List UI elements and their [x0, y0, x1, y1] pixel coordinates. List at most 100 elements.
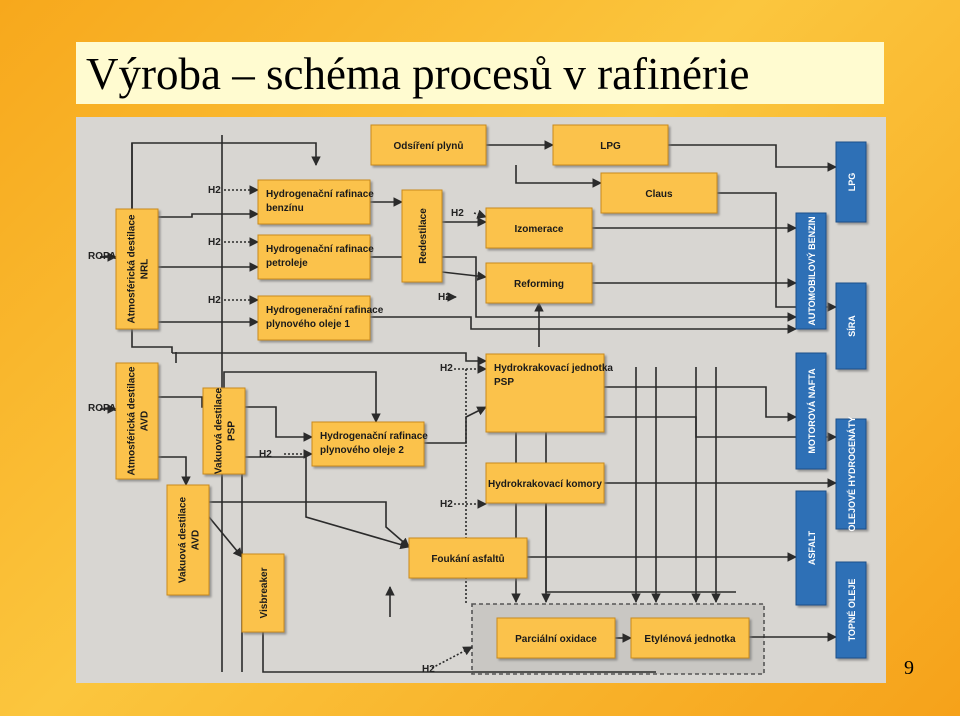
label-atm_avd-line-1: AVD: [140, 411, 151, 431]
label-atm_avd-line-0: Atmosférická destilace: [127, 366, 138, 475]
label-lpg_box-line-0: LPG: [600, 141, 621, 152]
label-hr_petrolej-line-1: petroleje: [266, 258, 308, 269]
box-hr_olej2: [311, 421, 425, 467]
box-odsireni: [370, 124, 487, 166]
product-lpg: [835, 141, 867, 223]
label-hk_komory-line-0: Hydrokrakovací komory: [488, 479, 602, 490]
product-text-asfalt: ASFALT: [807, 530, 817, 565]
h2-label-8: H2: [422, 664, 435, 675]
product-text-oleje_hydro: OLEJOVÉ HYDROGENÁTY: [847, 416, 857, 531]
flow-vakavd-visb: [208, 516, 243, 558]
box-redestilace: [401, 189, 443, 283]
flow-hk-nafta: [604, 386, 797, 422]
flow-olej1-out: [370, 316, 797, 334]
label-etylen-line-0: Etylénová jednotka: [644, 634, 736, 645]
box-hk_komory: [485, 462, 605, 504]
box-vak_avd: [166, 484, 210, 596]
box-vak_psp: [202, 387, 246, 475]
box-parcialni: [496, 617, 616, 659]
label-hr_olej2-line-0: Hydrogenační rafinace: [320, 431, 428, 442]
label-reforming-line-0: Reforming: [514, 279, 564, 290]
box-hr_benzin: [257, 179, 371, 225]
box-atm_nrl: [115, 208, 159, 330]
product-label-sira: SÍRA: [847, 315, 857, 337]
product-nafta: [795, 352, 827, 470]
process-boxes: [115, 124, 867, 659]
label-hr_olej1-line-0: Hydrogenerační rafinace: [266, 305, 384, 316]
h2-label-0: H2: [208, 185, 221, 196]
flow-nrl-benzin: [158, 209, 259, 219]
title-bar: [76, 42, 884, 104]
label-vak_avd-line-0: Vakuová destilace: [178, 496, 189, 583]
label-vak_psp-line-1: PSP: [227, 421, 238, 441]
product-label-benzin: AUTOMOBILOVÝ BENZIN: [806, 216, 817, 325]
h2-flow-3: [473, 209, 487, 219]
h2-label-1: H2: [208, 237, 221, 248]
product-benzin: [795, 212, 827, 330]
product-topne: [835, 561, 867, 659]
label-hr_benzin-line-0: Hydrogenační rafinace: [266, 189, 374, 200]
flow-avd-vak: [158, 456, 191, 486]
h2-label-5: H2: [440, 363, 453, 374]
label-hr_petrolej-line-0: Hydrogenační rafinace: [266, 244, 374, 255]
label-redestilace: Redestilace: [418, 208, 429, 264]
label-hr_benzin-line-1: benzínu: [266, 203, 304, 214]
flow-visb-bottom: [262, 632, 656, 673]
page-number: 9: [904, 657, 914, 679]
box-claus: [600, 172, 718, 214]
label-vak_psp-line-0: Vakuová destilace: [214, 387, 225, 474]
h2-label-2: H2: [208, 295, 221, 306]
page-title: Výroba – schéma procesů v rafinérie: [86, 49, 750, 99]
flow-vakpsp-olej2: [223, 371, 381, 423]
product-label-asfalt: ASFALT: [807, 530, 817, 565]
label-atm_nrl-line-1: NRL: [140, 259, 151, 280]
flow-to-hk: [172, 352, 487, 366]
label-hr_olej2-line-1: plynového oleje 2: [320, 445, 404, 456]
flow-vakpsp-foukani: [245, 456, 410, 550]
box-foukani: [408, 537, 528, 579]
h2-label-4: H2: [438, 292, 451, 303]
box-reforming: [485, 262, 593, 304]
product-label-topne: TOPNÉ OLEJE: [847, 579, 857, 642]
label-odsireni-line-0: Odsíření plynů: [393, 140, 463, 152]
label-hk_psp-line-1: PSP: [494, 377, 514, 388]
h2-label-7: H2: [440, 499, 453, 510]
flow-olej2-hk: [424, 406, 487, 444]
product-text-nafta: MOTOROVÁ NAFTA: [807, 368, 817, 454]
box-atm_avd: [115, 362, 159, 480]
product-oleje_hydro: [835, 418, 867, 530]
product-text-topne: TOPNÉ OLEJE: [847, 579, 857, 642]
h2-flow-8: [431, 646, 473, 669]
flow-redest-reform: [441, 271, 487, 281]
product-label-lpg: LPG: [847, 173, 857, 192]
label-atm_nrl-line-0: Atmosférická destilace: [127, 214, 138, 323]
label-redestilace-line-0: Redestilace: [418, 208, 429, 264]
box-visbreaker: [241, 553, 285, 633]
h2-label-6: H2: [259, 449, 272, 460]
label-hk_psp-line-0: Hydrokrakovací jednotka: [494, 363, 613, 374]
box-hk_psp: [485, 353, 605, 433]
product-label-oleje_hydro: OLEJOVÉ HYDROGENÁTY: [847, 416, 857, 531]
box-hr_petrolej: [257, 234, 371, 280]
h2-label-3: H2: [451, 208, 464, 219]
flow-vakavd-foukani: [209, 501, 410, 548]
label-hr_olej1-line-1: plynového oleje 1: [266, 319, 350, 330]
product-text-sira: SÍRA: [847, 315, 857, 337]
box-etylen: [630, 617, 750, 659]
input-ropa_top: ROPA: [88, 251, 116, 262]
product-text-lpg: LPG: [847, 173, 857, 192]
label-visbreaker-line-0: Visbreaker: [259, 567, 270, 618]
product-label-nafta: MOTOROVÁ NAFTA: [807, 368, 817, 454]
flow-to-claus: [515, 165, 602, 188]
label-visbreaker: Visbreaker: [259, 567, 270, 618]
flow-lpg-out: [668, 144, 837, 172]
label-parcialni-line-0: Parciální oxidace: [515, 634, 597, 645]
input-ropa_bottom: ROPA: [88, 403, 116, 414]
product-sira: [835, 282, 867, 370]
